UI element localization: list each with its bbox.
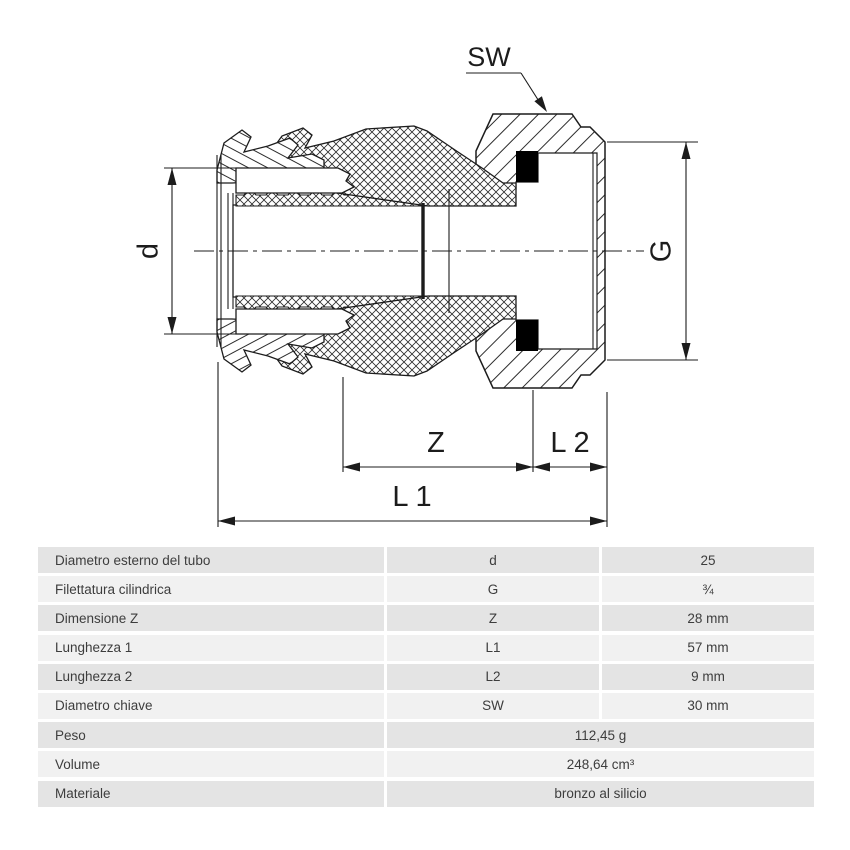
arrowhead-left (343, 462, 360, 472)
dimension-label-G: G (646, 240, 678, 263)
spec-row-value: bronzo al silicio (387, 780, 814, 807)
spec-row-label: Diametro chiave (38, 692, 384, 719)
spec-row-symbol: L2 (387, 663, 599, 690)
arrowhead-down (167, 317, 177, 334)
arrowhead-down (681, 343, 691, 360)
arrowhead-up (681, 142, 691, 159)
spec-row-value: 9 mm (602, 663, 814, 690)
arrowhead-left (533, 462, 550, 472)
dimension-label-d: d (133, 243, 165, 259)
spec-row-value: 25 (602, 547, 814, 573)
dimension-G: G (607, 141, 698, 361)
spec-table: Diametro esterno del tubo d 25 Filettatu… (38, 547, 814, 807)
dimension-L2: L 2 (533, 392, 608, 527)
arrowhead-up (167, 168, 177, 185)
spec-row-value: 28 mm (602, 605, 814, 632)
arrowhead-right (590, 462, 607, 472)
spec-row-label: Volume (38, 751, 384, 778)
spec-row-label: Filettatura cilindrica (38, 576, 384, 603)
arrowhead-right (590, 516, 607, 526)
dimensions: d G SW (133, 42, 698, 527)
arrowhead-leader (534, 96, 547, 112)
spec-row-value: ¾ (602, 576, 814, 603)
spec-row-label: Lunghezza 2 (38, 663, 384, 690)
dimension-Z: Z (342, 377, 534, 472)
spec-row-value: 30 mm (602, 692, 814, 719)
spec-row-label: Diametro esterno del tubo (38, 547, 384, 573)
spec-row-value: 112,45 g (387, 722, 814, 749)
spec-row-symbol: L1 (387, 634, 599, 661)
spec-row-label: Lunghezza 1 (38, 634, 384, 661)
dimension-L1: L 1 (217, 362, 607, 527)
spec-row-value: 57 mm (602, 634, 814, 661)
spec-row-symbol: SW (387, 692, 599, 719)
spec-row-symbol: d (387, 547, 599, 573)
tube-wall (235, 167, 356, 194)
spec-row-label: Dimensione Z (38, 605, 384, 632)
dimension-label-L2: L 2 (550, 427, 589, 459)
dimension-label-Z: Z (427, 427, 445, 459)
dimension-label-L1: L 1 (392, 481, 431, 513)
arrowhead-left (218, 516, 235, 526)
spec-row-label: Materiale (38, 780, 384, 807)
spec-row-label: Peso (38, 722, 384, 749)
spec-row-symbol: Z (387, 605, 599, 632)
seal-ring (516, 151, 538, 182)
dimension-SW: SW (466, 42, 547, 112)
dimension-d: d (133, 167, 248, 335)
spec-row-symbol: G (387, 576, 599, 603)
fitting-cross-section-drawing: d G SW (133, 42, 698, 527)
dimension-label-SW: SW (467, 42, 511, 72)
arrowhead-right (516, 462, 533, 472)
spec-row-value: 248,64 cm³ (387, 751, 814, 778)
fitting-body-section (194, 113, 644, 389)
